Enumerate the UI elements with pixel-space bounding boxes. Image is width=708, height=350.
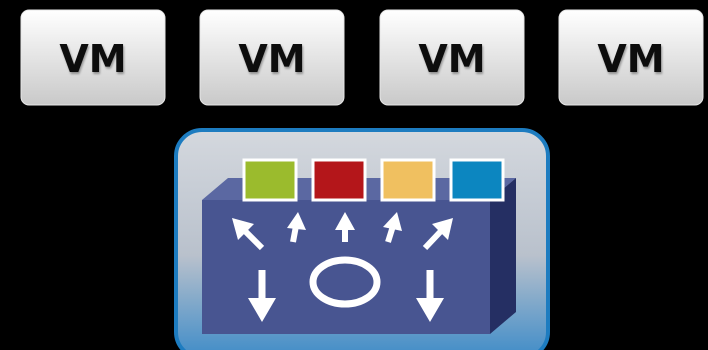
vm-label: VM bbox=[59, 37, 126, 81]
arrow-down-icon bbox=[248, 270, 276, 322]
vm-box: VM bbox=[558, 9, 704, 106]
vm-label: VM bbox=[597, 37, 664, 81]
port-red bbox=[311, 158, 367, 202]
vm-label: VM bbox=[238, 37, 305, 81]
port-yellow bbox=[380, 158, 436, 202]
arrow-down-icon bbox=[416, 270, 444, 322]
switch-symbols bbox=[232, 212, 453, 322]
vm-box: VM bbox=[20, 9, 166, 106]
vm-box: VM bbox=[199, 9, 345, 106]
port-green bbox=[242, 158, 298, 202]
switch-box-side bbox=[490, 178, 516, 334]
vm-boxes: VM VM VM VM bbox=[20, 9, 704, 106]
port-blue bbox=[449, 158, 505, 202]
arrow-up-left-icon bbox=[232, 218, 265, 251]
ports bbox=[242, 158, 505, 202]
arrow-up-right-icon bbox=[422, 218, 453, 251]
arrow-up-icon bbox=[287, 212, 306, 243]
vm-box: VM bbox=[379, 9, 525, 106]
arrow-up-right-icon bbox=[383, 212, 402, 243]
ring-icon bbox=[309, 256, 381, 308]
vm-label: VM bbox=[418, 37, 485, 81]
arrow-up-icon bbox=[335, 212, 355, 242]
